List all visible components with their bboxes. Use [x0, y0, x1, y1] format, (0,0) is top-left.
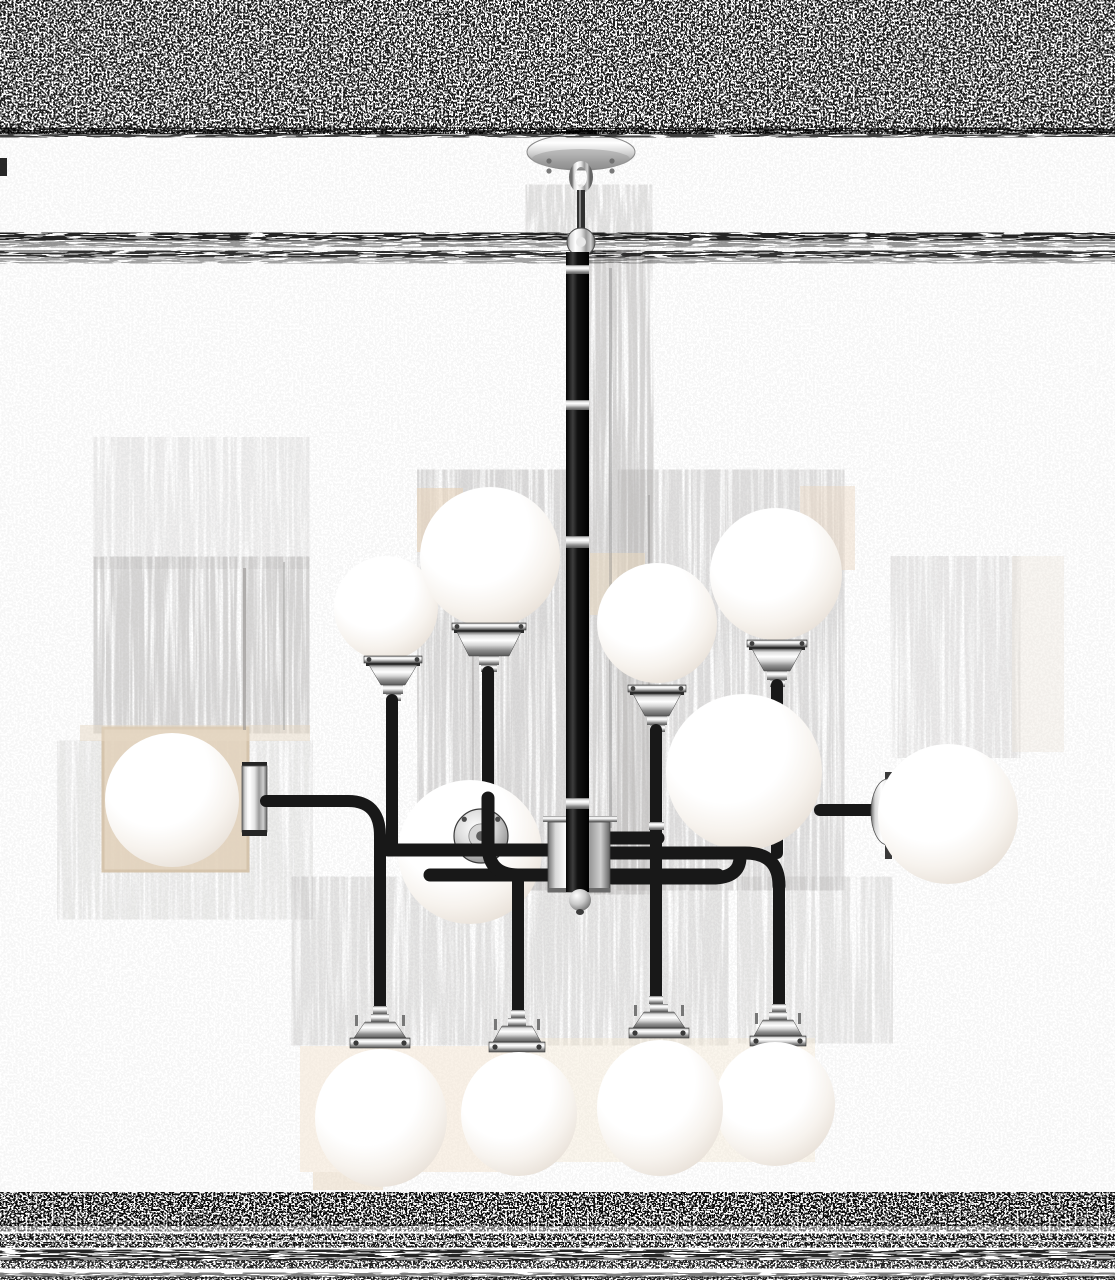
streak-region-left	[98, 560, 305, 730]
link-rod-highlight	[579, 190, 581, 230]
dashed-noise-line	[0, 233, 1115, 240]
rod-chrome-ring	[566, 798, 589, 809]
dark-streak-line	[283, 562, 285, 730]
globe-fitter	[746, 639, 808, 680]
stem-chrome-ring	[373, 1006, 387, 1014]
upper-globe-mid-left	[420, 487, 560, 627]
side-fitter-cap	[242, 830, 267, 836]
lower-globe-1	[315, 1049, 447, 1187]
bottom-noise-band	[0, 1273, 1115, 1278]
center-rod-front	[566, 809, 589, 892]
rod-chrome-ring	[566, 265, 589, 274]
streak-region-left-upper	[98, 440, 305, 566]
rod-chrome-ring	[566, 536, 589, 548]
bottom-noise-band	[0, 1277, 1115, 1280]
beige-patch-right-edge	[1012, 556, 1064, 752]
bottom-noise-band	[0, 1261, 1115, 1268]
streak-region-below-canopy	[528, 186, 650, 238]
canopy-screw	[609, 158, 615, 164]
side-globe-right	[878, 744, 1018, 884]
globe-fitter	[363, 655, 423, 694]
streak-region-lower-right	[740, 880, 890, 1040]
side-fitter-pin	[885, 772, 892, 781]
lower-globe-3	[597, 1040, 723, 1176]
top-noise-band-edge	[0, 128, 1115, 137]
bottom-noise-band	[0, 1250, 1115, 1260]
dark-streak-line	[609, 268, 612, 828]
drop-fitter	[488, 1018, 546, 1053]
upper-globe-right	[710, 508, 842, 640]
dashed-noise-line	[0, 258, 1115, 263]
finial-tip	[576, 909, 584, 915]
canopy-underside-shade	[532, 149, 630, 169]
bottom-noise-band	[0, 1193, 1115, 1225]
band-white-gap	[0, 1240, 1115, 1242]
lower-globe-4	[715, 1042, 835, 1166]
side-globe-left	[105, 733, 239, 867]
stem-chrome-ring	[649, 822, 664, 830]
front-globe-right	[666, 694, 822, 850]
band-white-gap	[0, 1257, 1115, 1258]
dashed-noise-line	[0, 251, 1115, 257]
globe-fitter	[451, 622, 527, 665]
canopy-screw	[546, 168, 552, 174]
stem-chrome-ring	[511, 1010, 525, 1018]
side-fitter-cap	[242, 762, 267, 768]
swivel-ring-hole	[576, 237, 586, 247]
left-edge-mark	[0, 158, 7, 176]
lower-globe-2	[461, 1052, 577, 1176]
side-fitter-pin	[885, 843, 892, 859]
rod-chrome-ring	[566, 400, 589, 410]
streak-region-far-right	[893, 560, 1018, 754]
drop-fitter	[628, 1004, 690, 1039]
canopy-screw	[546, 158, 552, 164]
dark-streak-line	[243, 568, 246, 730]
dark-streak-line	[472, 492, 474, 822]
drop-fitter	[349, 1014, 411, 1049]
side-arm-left	[260, 795, 386, 842]
stem-chrome-ring	[772, 1004, 786, 1012]
canopy-screw	[609, 168, 615, 174]
band-white-gap	[0, 1253, 1115, 1254]
beige-strip-left	[80, 725, 310, 741]
side-fitter-highlight	[247, 768, 251, 830]
upper-globe-mid-right	[597, 563, 717, 683]
upper-globe-left	[334, 556, 438, 660]
stem-chrome-ring	[649, 996, 663, 1004]
dashed-noise-line	[0, 241, 1115, 247]
globe-fitter	[627, 684, 687, 725]
hub-arm-s-curve	[605, 850, 747, 885]
finial-ball	[569, 889, 591, 911]
bottom-noise-band	[0, 1234, 1115, 1247]
bottom-noise-band	[0, 1225, 1115, 1231]
top-noise-band	[0, 0, 1115, 131]
